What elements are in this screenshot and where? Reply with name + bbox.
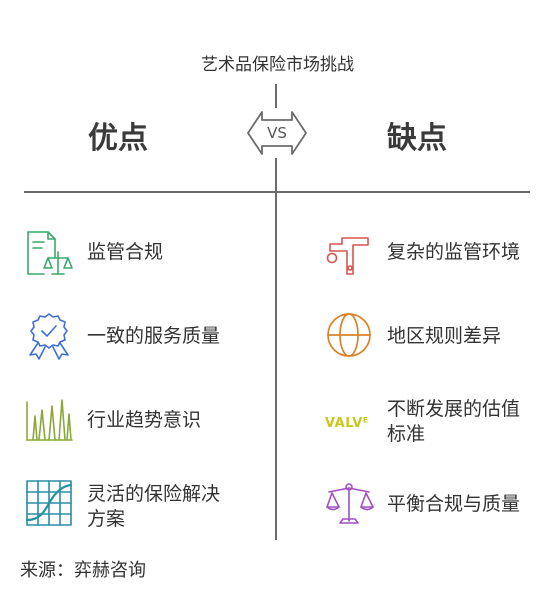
pros-heading: 优点 [88,121,148,156]
source-note: 来源：弈赫咨询 [20,560,146,581]
cons-item-label-line1: 不断发展的估值 [387,398,521,420]
award-badge-icon [24,310,74,360]
trend-bars-icon [24,394,74,444]
pros-item-label: 监管合规 [87,241,164,263]
horizontal-divider [24,191,530,193]
vs-badge [246,108,308,158]
vs-double-arrow-icon [247,111,307,155]
cons-heading: 缺点 [387,121,447,156]
pros-item-label-line1: 灵活的保险解决 [87,483,221,505]
vertical-divider [275,84,277,540]
vs-label: VS [267,124,287,142]
cons-item-label: 复杂的监管环境 [387,241,521,263]
globe-icon [324,310,374,360]
valve-icon-text: VALVᴱ [325,416,369,431]
valve-text-icon: VALVᴱ [324,394,374,444]
cons-item-label: 地区规则差异 [387,325,502,347]
grid-curve-icon [24,478,74,528]
pros-item-label: 行业趋势意识 [87,409,202,431]
cons-item-label-line2: 标准 [387,423,426,445]
diagram-title: 艺术品保险市场挑战 [201,55,354,75]
cons-item-label: 平衡合规与质量 [387,493,521,515]
pros-item-label: 一致的服务质量 [87,325,221,347]
document-scales-icon [24,228,74,278]
pros-item-label-line2: 方案 [87,508,126,530]
maze-path-icon [324,228,374,278]
scales-icon [324,478,374,528]
